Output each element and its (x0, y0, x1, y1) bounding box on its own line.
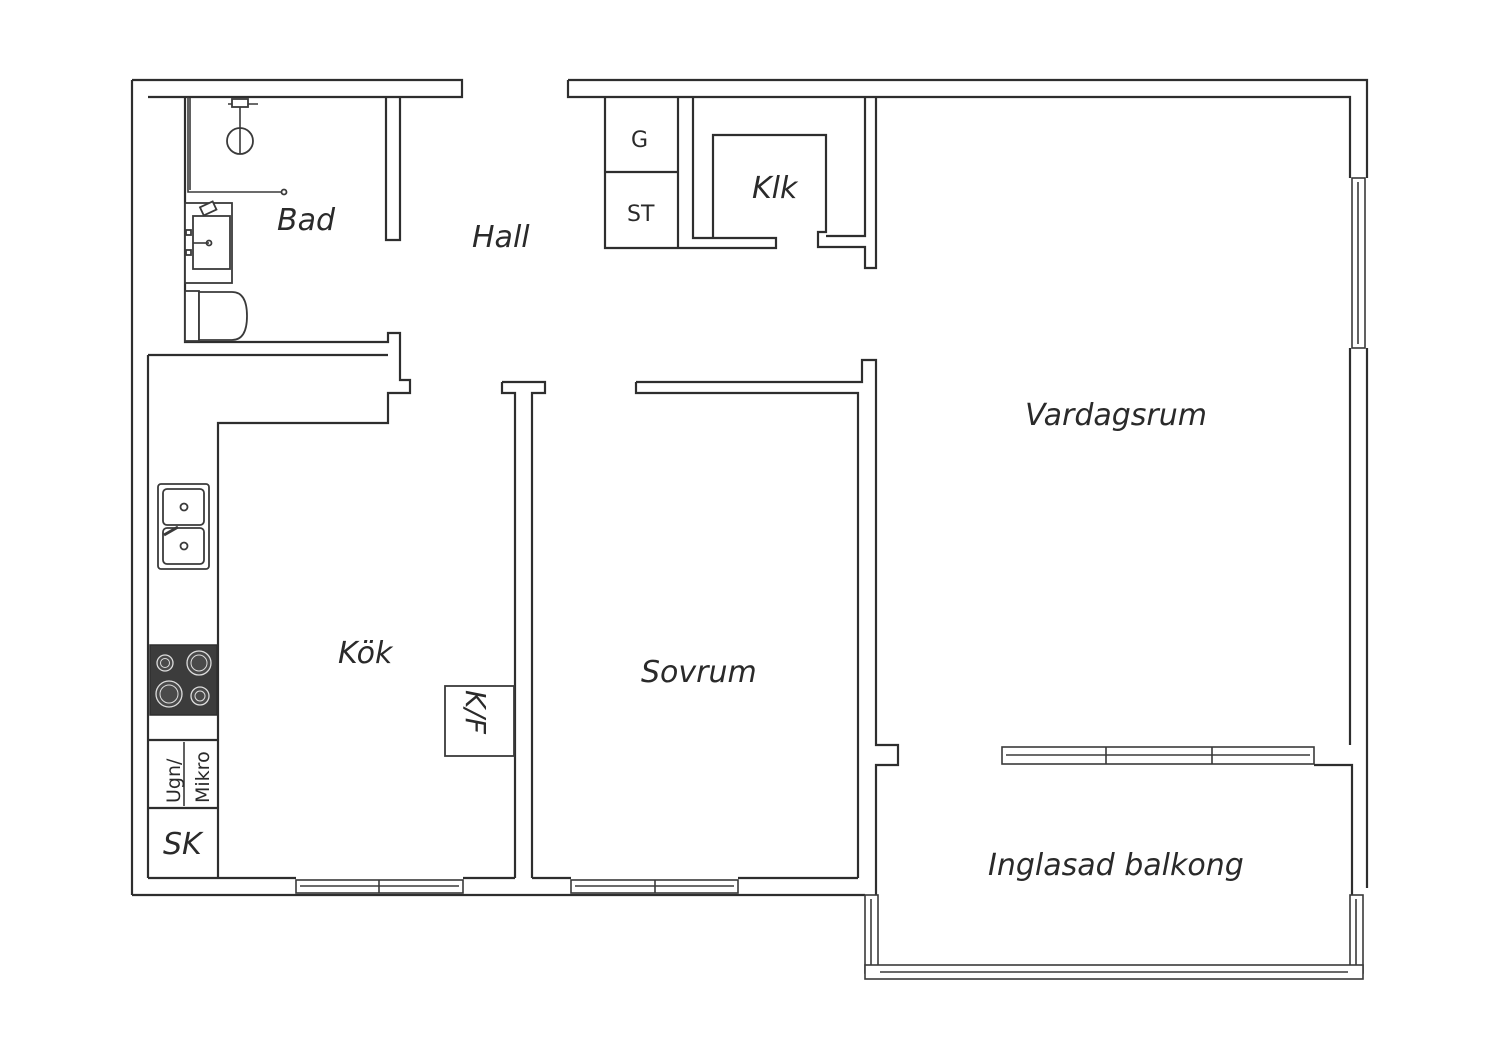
closet-label-g: G (631, 128, 648, 153)
sink-icon (157, 483, 210, 570)
oven-label-line1: Ugn/ (163, 758, 185, 803)
shower-icon (187, 97, 288, 196)
stove-icon (149, 644, 218, 716)
room-label-inglasad-balkong: Inglasad balkong (988, 848, 1244, 883)
interior-walls (148, 97, 900, 895)
oven-label-line2: Mikro (192, 751, 214, 803)
window-kitchen (295, 879, 464, 894)
room-label-klk: Klk (752, 171, 799, 206)
fridge-freezer (444, 685, 515, 757)
exterior-walls (130, 78, 1369, 897)
room-label-sovrum: Sovrum (641, 655, 757, 690)
washbasin-icon (184, 200, 233, 284)
window-living-right (1351, 177, 1366, 349)
labels: Bad Hall Klk Vardagsrum Kök Sovrum Ingla… (163, 128, 1244, 883)
room-label-hall: Hall (472, 220, 530, 255)
toilet-icon (184, 290, 248, 342)
fridge-label: K/F (459, 690, 492, 735)
window-bedroom (570, 879, 739, 894)
closet-label-st: ST (627, 202, 655, 227)
oven-cabinet (148, 738, 218, 810)
cabinet-label-sk: SK (163, 827, 204, 862)
room-label-kok: Kök (338, 636, 394, 671)
windows (295, 177, 1366, 980)
balcony-glazing (864, 763, 1364, 980)
room-label-bad: Bad (277, 203, 336, 238)
window-balcony-door (1001, 746, 1315, 765)
room-label-vardagsrum: Vardagsrum (1025, 398, 1207, 433)
